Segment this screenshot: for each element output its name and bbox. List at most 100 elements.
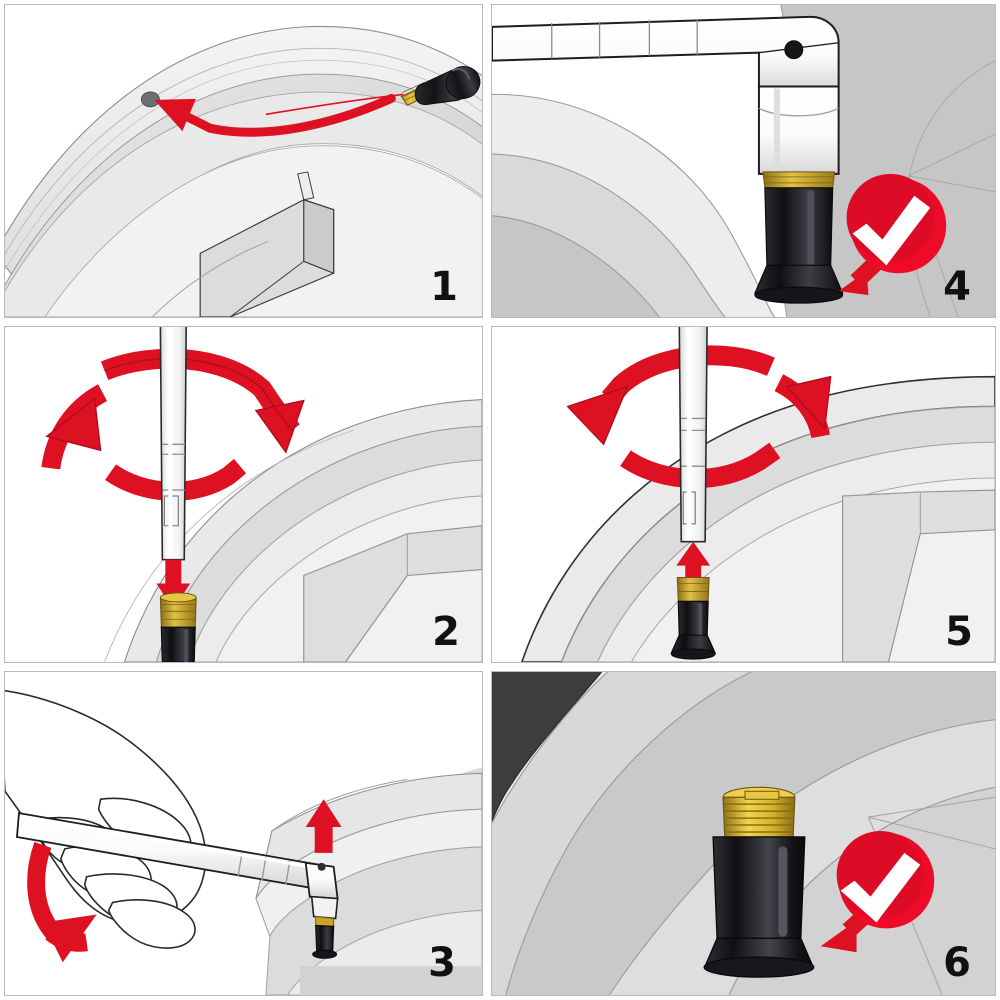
step-number: 2 <box>432 609 460 655</box>
panel-4-illustration <box>492 5 995 317</box>
rim-band-2 <box>505 672 995 995</box>
valve-base-flange <box>754 286 844 304</box>
valve-rubber-body <box>764 187 834 266</box>
wheel-spoke-side <box>303 198 335 275</box>
tool-pivot-bolt <box>784 40 804 60</box>
valve-cap-highlight <box>452 68 471 80</box>
panel-3-illustration <box>5 672 482 995</box>
rim-highlight-1 <box>5 47 482 255</box>
step-number: 3 <box>428 940 456 986</box>
panel-3: 3 <box>4 671 483 996</box>
valve-stem <box>670 577 717 660</box>
valve-cap-head <box>445 65 481 100</box>
valve-rubber-body <box>160 626 196 662</box>
valve-brass-collar <box>762 171 836 189</box>
rim-line-2 <box>505 672 752 995</box>
valve-base-flange <box>312 949 338 959</box>
rim-line-extra <box>104 429 354 662</box>
valve-thread-lines <box>161 603 196 620</box>
rotation-arrow-right-head <box>785 375 832 431</box>
tool-pivot-bolt <box>317 862 326 871</box>
tool-rod <box>678 327 708 543</box>
tool-highlight <box>20 815 322 871</box>
arrow-thin-line <box>265 93 404 116</box>
check-icon <box>840 852 921 923</box>
valve-top-face <box>159 592 197 603</box>
check-badge <box>820 831 935 953</box>
badge-pointer-head <box>838 271 869 296</box>
tool-grip-rings <box>551 18 698 59</box>
panel-2-illustration <box>5 327 482 662</box>
valve-base-flange <box>670 648 716 660</box>
valve-stem <box>159 592 197 662</box>
up-arrow-head <box>676 541 711 566</box>
tool-rod-rings <box>162 443 186 491</box>
check-icon <box>852 195 931 266</box>
valve-base-flare <box>754 264 844 294</box>
hand <box>5 689 207 949</box>
up-arrow-head <box>305 799 342 828</box>
step-number: 5 <box>945 609 973 655</box>
panel-4: 4 <box>491 4 996 318</box>
rotation-outline-1 <box>104 358 293 431</box>
spoke-edges <box>842 491 921 534</box>
tool-grip-rings <box>237 852 291 885</box>
valve-thread-lines <box>724 803 794 840</box>
step-number: 1 <box>430 264 458 310</box>
rotation-arrow-left-head <box>45 397 102 452</box>
tool-socket <box>757 85 840 175</box>
panel-5: 5 <box>491 326 996 663</box>
panel-2: 2 <box>4 326 483 663</box>
tire-edge-line <box>492 672 603 822</box>
rim-band-1 <box>492 672 751 995</box>
tire-bottom <box>299 966 482 995</box>
valve-thread-lines <box>678 583 709 592</box>
panel-5-illustration <box>492 327 995 662</box>
rim-band-line-3 <box>492 215 660 317</box>
valve-brass-top <box>676 577 710 602</box>
curved-arrow <box>27 841 97 963</box>
badge-pointer-head <box>820 920 857 953</box>
valve-stem <box>312 915 338 959</box>
valve-brass-collar <box>315 915 335 927</box>
tire-dark-corner <box>492 672 602 822</box>
valve-stem <box>400 65 481 106</box>
up-arrow <box>305 799 342 853</box>
valve-core-slot <box>744 790 780 800</box>
well-curve-line <box>152 241 269 317</box>
valve-stem <box>703 786 815 978</box>
check-badge <box>838 173 947 296</box>
curved-arrow-head <box>154 98 196 132</box>
puller-tool <box>159 327 187 561</box>
spoke-edge-line <box>229 260 305 317</box>
rotation-arrow-left-head <box>566 385 629 446</box>
valve-base-flange <box>703 956 815 978</box>
tool-socket-ring <box>758 107 839 117</box>
rotation-arrow-right-head <box>254 399 305 454</box>
panel-6: 6 <box>491 671 996 996</box>
tool-rod-rings <box>681 417 706 467</box>
valve-hole <box>140 91 160 108</box>
valve-thread-lines <box>763 176 834 184</box>
curved-arrow-tail <box>45 925 88 952</box>
down-arrow-shaft <box>165 559 182 588</box>
valve-rubber-body <box>712 836 806 940</box>
curved-arrow-shaft <box>181 93 396 137</box>
puller-tool <box>492 15 840 175</box>
spoke-edges <box>303 533 408 576</box>
rim-line-extra <box>271 778 408 832</box>
valve-rubber-body <box>315 924 335 953</box>
tool-handle <box>492 15 840 90</box>
tool-socket <box>310 895 339 920</box>
rotation-arrows <box>41 348 305 501</box>
panel-1: 1 <box>4 4 483 318</box>
rim-band-3 <box>492 215 660 317</box>
step-number: 6 <box>943 940 971 986</box>
rim-line-1 <box>492 672 608 824</box>
puller-tool <box>678 327 708 543</box>
panel-1-illustration <box>5 5 482 317</box>
spoke-riser <box>297 171 315 201</box>
valve-rubber-body <box>677 600 709 636</box>
